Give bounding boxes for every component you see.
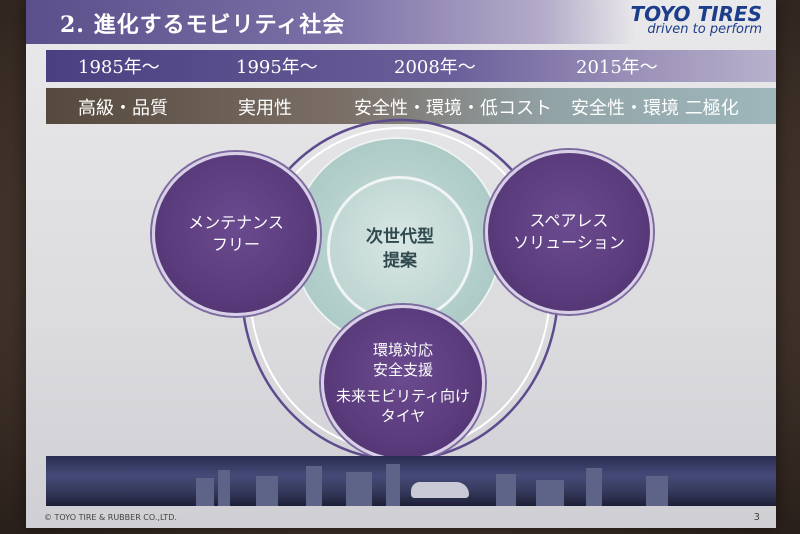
skyline-building xyxy=(646,476,668,506)
copyright-text: © TOYO TIRE & RUBBER CO.,LTD. xyxy=(44,513,177,522)
category-label-practicality: 実用性 xyxy=(238,98,292,119)
logo-tagline: driven to perform xyxy=(647,22,762,37)
right-circle-text: スペアレス ソリューション xyxy=(513,211,625,252)
skyline-building xyxy=(346,472,372,506)
slide-title: 2. 進化するモビリティ社会 xyxy=(60,12,346,38)
skyline-building xyxy=(386,464,400,506)
car-image xyxy=(411,482,469,498)
year-label-1995: 1995年～ xyxy=(236,57,318,78)
category-label-safety-env-lowcost: 安全性・環境・低コスト xyxy=(354,98,552,119)
center-circle-text: 次世代型 提案 xyxy=(366,227,434,271)
page-number: 3 xyxy=(753,512,760,523)
skyline-building xyxy=(586,468,602,506)
skyline-building xyxy=(496,474,516,506)
brand-logo: TOYO TIRES driven to perform xyxy=(631,2,762,37)
presentation-slide: 2. 進化するモビリティ社会 TOYO TIRES driven to perf… xyxy=(26,0,776,528)
year-label-2015: 2015年～ xyxy=(576,57,658,78)
spareless-solution-circle: スペアレス ソリューション xyxy=(485,150,653,314)
title-bar xyxy=(26,0,636,44)
skyline-building xyxy=(218,470,230,506)
bottom-circle-text-future: 未来モビリティ向け タイヤ xyxy=(335,387,471,425)
year-label-1985: 1985年～ xyxy=(78,57,160,78)
category-bar xyxy=(46,88,776,124)
logo-main-text: TOYO TIRES xyxy=(630,2,762,26)
center-next-gen-circle: 次世代型 提案 xyxy=(327,176,473,322)
city-skyline-banner xyxy=(46,456,776,506)
skyline-building xyxy=(536,480,564,506)
skyline-building xyxy=(196,478,214,506)
skyline-building xyxy=(256,476,278,506)
year-label-2008: 2008年～ xyxy=(394,57,476,78)
bottom-circle-text-env: 環境対応 安全支援 xyxy=(372,341,433,379)
timeline-year-bar xyxy=(46,50,776,82)
category-label-luxury-quality: 高級・品質 xyxy=(78,98,168,119)
skyline-building xyxy=(306,466,322,506)
left-circle-text: メンテナンス フリー xyxy=(188,213,284,254)
future-mobility-tire-circle: 環境対応 安全支援 未来モビリティ向け タイヤ xyxy=(321,305,485,461)
maintenance-free-circle: メンテナンス フリー xyxy=(152,152,320,316)
category-label-safety-env-polarization: 安全性・環境 二極化 xyxy=(571,98,739,119)
